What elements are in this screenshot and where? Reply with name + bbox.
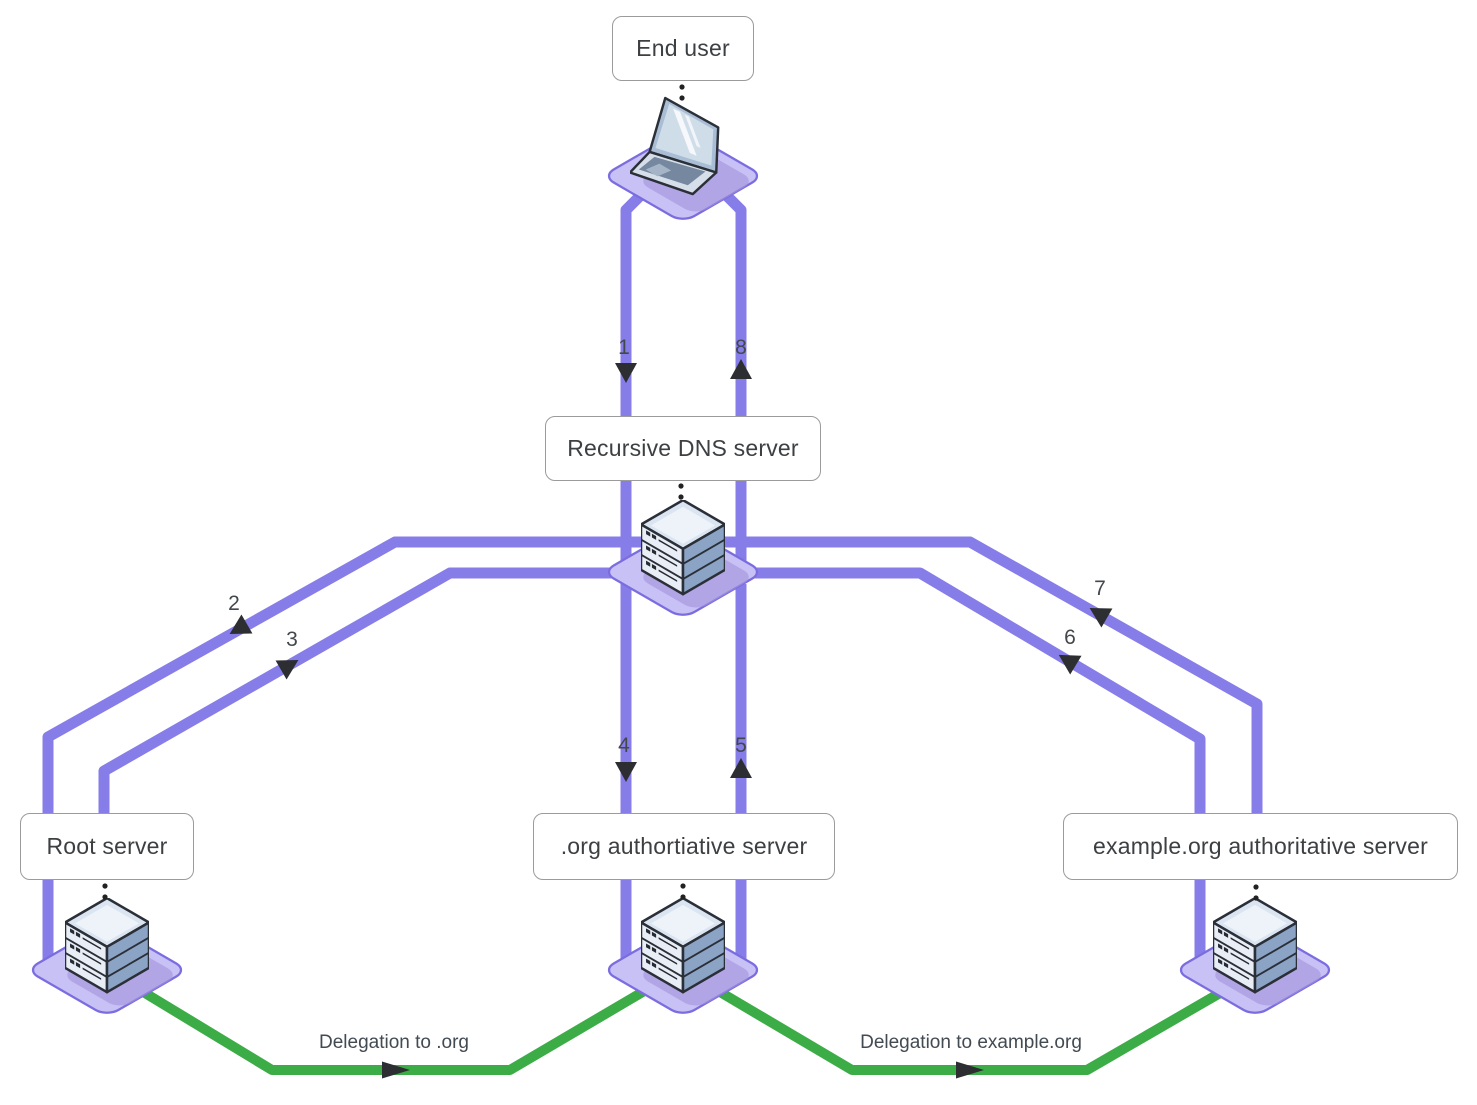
step-number-1: 1 [618, 336, 630, 359]
node-label-end-user: End user [612, 16, 754, 81]
delegation-label-org: Delegation to .org [319, 1032, 469, 1053]
arrowhead-step-3 [275, 660, 299, 680]
step-number-3: 3 [286, 628, 298, 651]
step-number-6: 6 [1064, 626, 1076, 649]
arrowhead-delegation-org [382, 1061, 410, 1079]
node-label-recursive: Recursive DNS server [545, 416, 821, 481]
arrowhead-step-8 [730, 359, 752, 379]
node-label-root: Root server [20, 813, 194, 880]
node-label-example-org: example.org authoritative server [1063, 813, 1458, 880]
step-number-7: 7 [1094, 577, 1106, 600]
step-number-8: 8 [735, 336, 747, 359]
edge-step-7-example-to-recursive [708, 536, 1263, 876]
arrowhead-step-6 [1058, 654, 1082, 675]
node-label-org: .org authortiative server [533, 813, 835, 880]
delegation-label-example-org: Delegation to example.org [860, 1032, 1082, 1053]
arrowhead-step-7 [1089, 608, 1113, 628]
arrowhead-step-4 [615, 762, 637, 782]
edge-delegation-root-to-org [137, 985, 649, 1075]
step-number-2: 2 [228, 592, 240, 615]
step-number-5: 5 [735, 734, 747, 757]
step-number-4: 4 [618, 734, 630, 757]
dotted-connectors [102, 84, 1259, 901]
arrowhead-delegation-example [956, 1061, 984, 1079]
arrowhead-step-2 [229, 614, 253, 634]
edge-delegation-org-to-example [717, 987, 1223, 1075]
arrowhead-step-5 [730, 758, 752, 778]
arrowhead-step-1 [615, 363, 637, 383]
